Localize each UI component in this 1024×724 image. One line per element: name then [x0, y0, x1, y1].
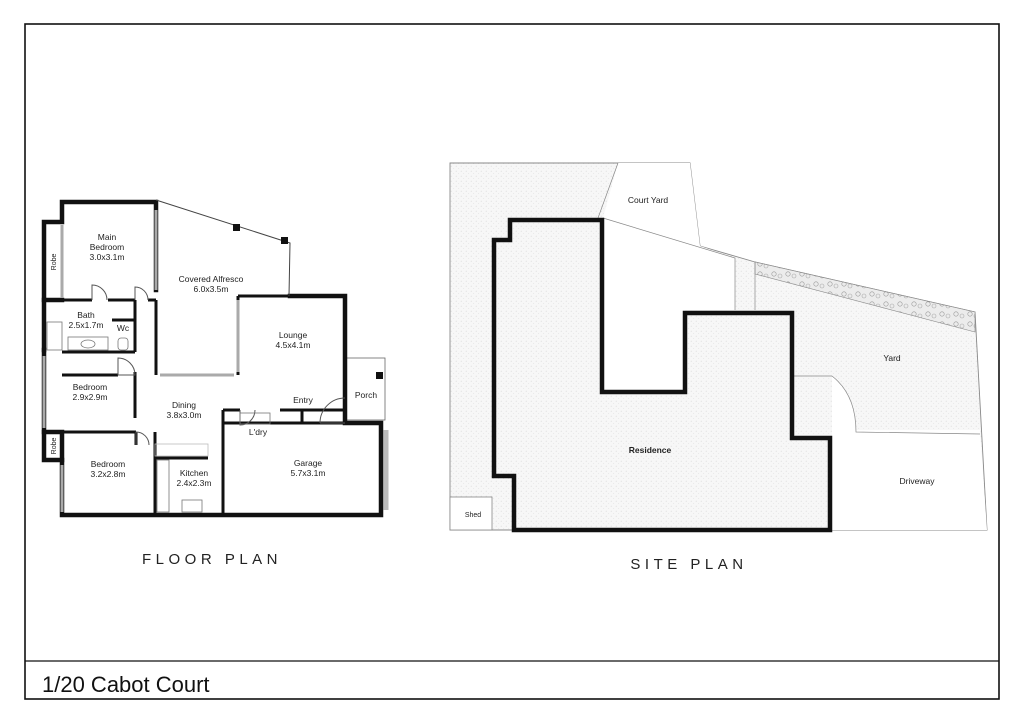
room-bath-label: Bath — [77, 310, 95, 320]
driveway-label: Driveway — [900, 476, 936, 486]
room-kitchen-label: Kitchen — [180, 468, 209, 478]
kitchen-bench — [156, 459, 170, 513]
shed — [449, 496, 493, 531]
court-yard-label: Court Yard — [628, 195, 669, 205]
kitchen-island — [154, 443, 209, 457]
room-garage-dims: 5.7x3.1m — [291, 468, 326, 478]
property-address: 1/20 Cabot Court — [42, 672, 210, 697]
porch-floor — [344, 357, 386, 421]
alfresco-post-2 — [281, 237, 288, 244]
room-bath-dims: 2.5x1.7m — [69, 320, 104, 330]
alfresco-floor — [156, 200, 290, 375]
bathtub — [46, 321, 63, 351]
door-swing-laundry — [239, 409, 256, 426]
shed-label: Shed — [465, 512, 481, 519]
room-wc-label: Wc — [117, 323, 130, 333]
room-bedroom3-label: Bedroom — [91, 459, 126, 469]
door-swing-bedroom — [91, 284, 108, 301]
alfresco-post-1 — [233, 224, 240, 231]
toilet — [117, 337, 129, 351]
driveway-area — [832, 376, 987, 530]
floor-plan-title: FLOOR PLAN — [142, 551, 282, 568]
room-dining-label: Dining — [172, 400, 196, 410]
room-main-bedroom-dims: 3.0x3.1m — [90, 252, 125, 262]
interior-walls — [62, 294, 381, 515]
cooktop — [181, 499, 203, 513]
room-bedroom3-dims: 3.2x2.8m — [91, 469, 126, 479]
residence-outline — [491, 217, 833, 533]
sheet-border — [24, 23, 1000, 700]
porch-post — [376, 372, 383, 379]
site-plan-title: SITE PLAN — [630, 556, 747, 573]
driveway-curve — [831, 375, 981, 435]
room-entry-label: Entry — [293, 395, 314, 405]
door-swing-entry — [319, 397, 346, 424]
site-plan: Court Yard Yard Residence Driveway Shed … — [449, 162, 988, 573]
vanity — [67, 336, 109, 351]
room-main-bedroom-label: Main — [98, 232, 117, 242]
laundry-tub — [239, 412, 271, 425]
room-kitchen-dims: 2.4x2.3m — [177, 478, 212, 488]
courtyard-area — [603, 163, 735, 390]
room-robe-top-label: Robe — [51, 254, 58, 271]
room-dining-dims: 3.8x3.0m — [167, 410, 202, 420]
room-main-bedroom-label-2: Bedroom — [90, 242, 125, 252]
floor-plan: Main Bedroom 3.0x3.1m Robe Covered Alfre… — [41, 199, 389, 568]
door-swing-hall — [117, 357, 136, 376]
yard-label: Yard — [883, 353, 901, 363]
room-garage-label: Garage — [294, 458, 323, 468]
residence-label: Residence — [629, 445, 672, 455]
room-porch-label: Porch — [355, 390, 377, 400]
room-robe-bottom-label: Robe — [51, 438, 58, 455]
courtyard-diag — [602, 217, 736, 310]
room-alfresco-label: Covered Alfresco — [179, 274, 244, 284]
room-bedroom2-dims: 2.9x2.9m — [73, 392, 108, 402]
room-laundry-label: L'dry — [249, 427, 268, 437]
room-alfresco-dims: 6.0x3.5m — [194, 284, 229, 294]
basin — [80, 339, 96, 349]
door-swing-bath — [134, 286, 149, 301]
door-swing-bed3 — [135, 431, 150, 446]
room-lounge-label: Lounge — [279, 330, 308, 340]
court-yard-line — [597, 162, 619, 219]
room-bedroom2-label: Bedroom — [73, 382, 108, 392]
room-lounge-dims: 4.5x4.1m — [276, 340, 311, 350]
alfresco-roof-edge — [155, 199, 291, 297]
robe-bottom-wall — [41, 429, 65, 463]
